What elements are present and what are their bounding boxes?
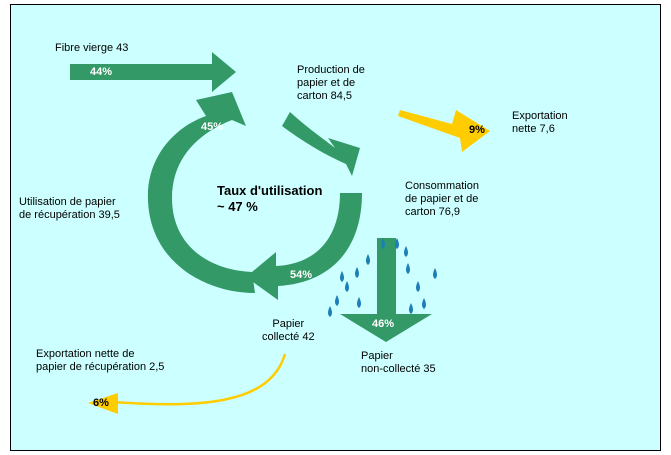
drop (335, 295, 339, 306)
export-recup-label: Exportation nette de papier de récupérat… (36, 348, 165, 373)
production-to-consumption-arrow (282, 112, 360, 176)
drop (416, 281, 420, 292)
export-recup-pct: 6% (93, 397, 109, 409)
papier-non-collecte-label: Papier non-collecté 35 (361, 350, 436, 375)
drop (404, 246, 408, 257)
production-label: Production de papier et de carton 84,5 (297, 64, 365, 102)
exportation-nette-label: Exportation nette 7,6 (512, 110, 568, 135)
recovered-paper-arrow (147, 92, 255, 293)
non-collecte-pct: 46% (372, 318, 395, 330)
drop (422, 298, 426, 309)
drop (381, 238, 385, 249)
rain-drops (328, 238, 437, 317)
export-recovered-arrowhead (88, 393, 118, 414)
non-collected-arrow (340, 238, 432, 342)
drop (409, 303, 413, 314)
export-recovered-curve (111, 353, 287, 406)
fibre-vierge-arrow (70, 52, 236, 92)
fibre-vierge-label: Fibre vierge 43 (55, 42, 129, 54)
drop (357, 297, 361, 308)
drop (395, 238, 399, 249)
drop (340, 271, 344, 282)
collecte-pct: 54% (290, 269, 313, 281)
consumption-to-collect-arrow (246, 193, 362, 300)
export-net-arrow (398, 110, 490, 152)
drop (355, 267, 359, 278)
exportation-pct: 9% (469, 124, 485, 136)
utilisation-label: Utilisation de papier de récupération 39… (19, 196, 120, 221)
drop (345, 281, 349, 292)
consommation-label: Consommation de papier et de carton 76,9 (405, 180, 479, 218)
drop (433, 268, 437, 279)
recuperation-pct: 45% (201, 121, 224, 133)
drop (406, 263, 410, 274)
drop (366, 254, 370, 265)
papier-collecte-label: Papier collecté 42 (262, 318, 315, 343)
fibre-vierge-pct: 44% (90, 66, 113, 78)
drop (328, 306, 332, 317)
center-label: Taux d'utilisation ~ 47 % (217, 183, 323, 214)
